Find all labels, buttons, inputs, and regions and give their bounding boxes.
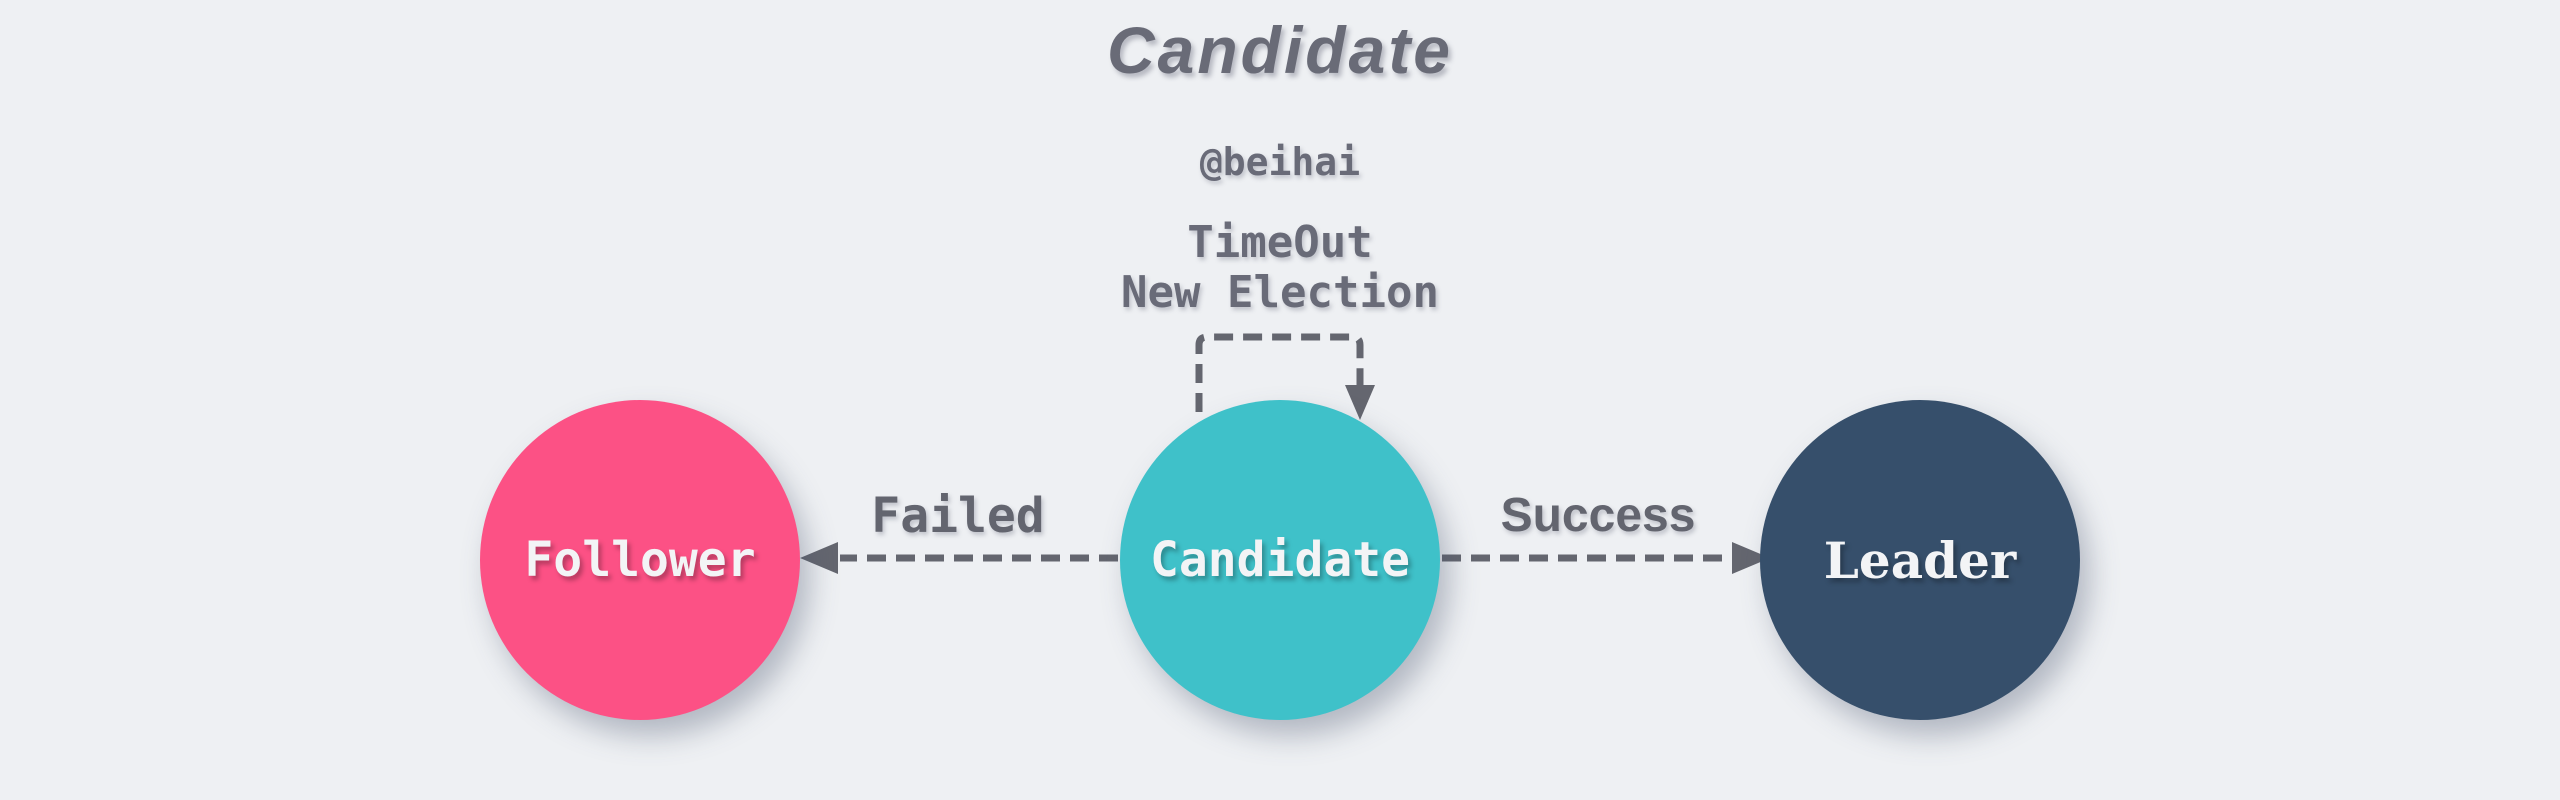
failed-arrowhead-icon: [800, 542, 838, 574]
page-title: Candidate: [1106, 13, 1454, 87]
self-loop-label: TimeOut New Election: [0, 218, 2560, 318]
failed-transition-label: Failed: [871, 488, 1045, 544]
node-follower-label: Follower: [524, 532, 756, 588]
node-candidate-label: Candidate: [1149, 532, 1411, 588]
self-loop-label-line2: New Election: [1121, 267, 1439, 318]
node-follower: Follower: [480, 400, 800, 720]
node-leader: Leader: [1760, 400, 2080, 720]
self-loop-label-line1: TimeOut: [1187, 217, 1373, 268]
success-transition-label: Success: [1500, 489, 1696, 542]
node-leader-label: Leader: [1823, 530, 2017, 590]
success-arrowhead-icon: [1732, 542, 1770, 574]
node-candidate: Candidate: [1120, 400, 1440, 720]
self-loop-arrow: [1195, 333, 1364, 412]
self-loop-arrowhead-icon: [1345, 385, 1375, 420]
author-handle: @beihai: [1199, 140, 1361, 184]
